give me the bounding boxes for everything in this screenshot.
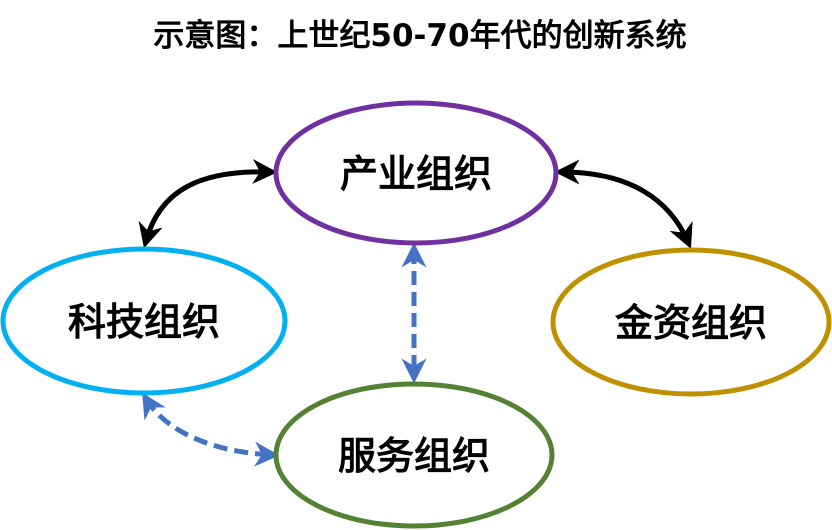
edge-industry-science bbox=[138, 159, 278, 249]
node-industry-label: 产业组织 bbox=[340, 152, 492, 196]
node-industry-ellipse bbox=[273, 100, 559, 246]
node-service: 服务组织 bbox=[273, 381, 555, 529]
diagram-title: 示意图：上世纪50-70年代的创新系统 bbox=[153, 18, 686, 54]
node-service-label: 服务组织 bbox=[338, 434, 490, 478]
node-finance-ellipse bbox=[550, 247, 832, 397]
node-service-ellipse bbox=[273, 381, 555, 529]
node-science-ellipse bbox=[0, 246, 288, 396]
edge-industry-finance bbox=[554, 159, 693, 249]
node-finance-label: 金资组织 bbox=[614, 301, 767, 345]
node-science-label: 科技组织 bbox=[68, 300, 220, 344]
edge-science-service bbox=[142, 392, 280, 467]
node-finance: 金资组织 bbox=[550, 247, 832, 397]
node-industry: 产业组织 bbox=[273, 100, 559, 246]
node-science: 科技组织 bbox=[0, 246, 288, 396]
